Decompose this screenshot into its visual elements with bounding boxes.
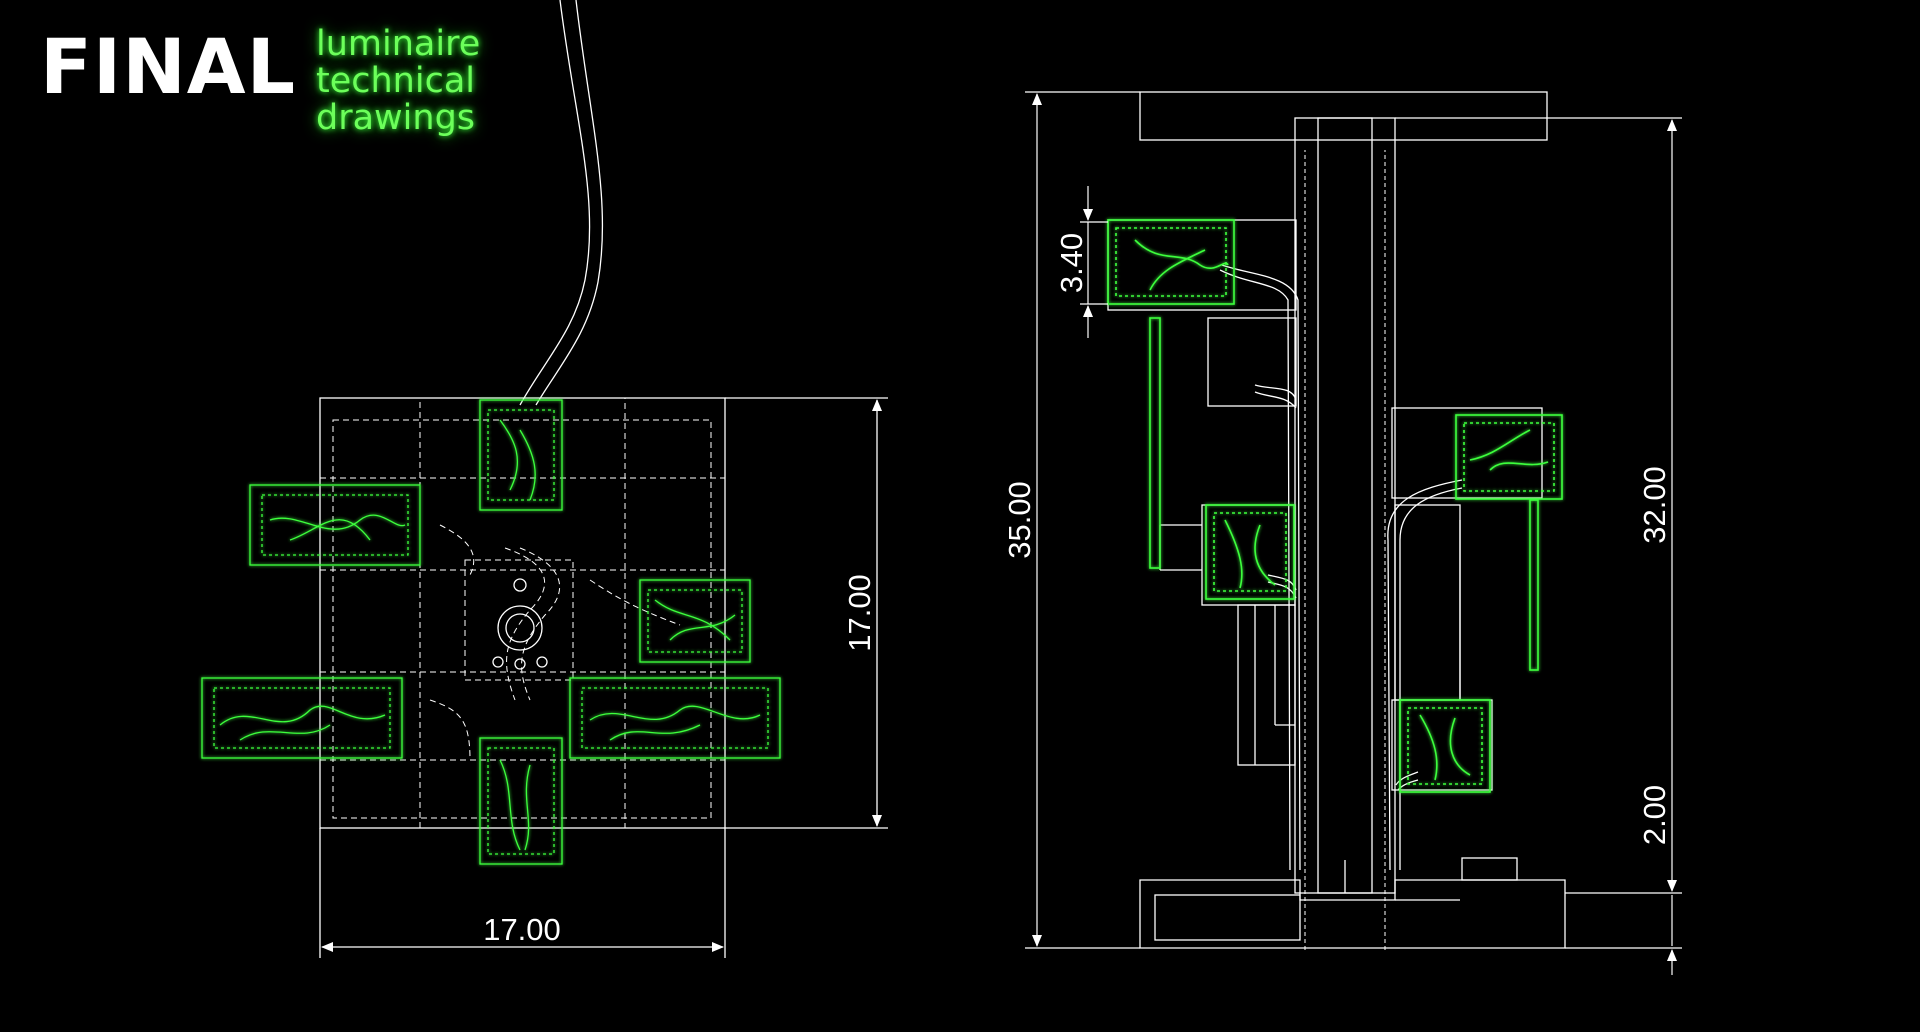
plan-depth-label: 17.00 <box>842 574 877 652</box>
elev-base <box>1139 879 1566 949</box>
elevation-view <box>1107 91 1566 950</box>
plan-outline <box>319 397 726 829</box>
elev-box-height-label: 3.40 <box>1054 233 1089 293</box>
plan-inner-dashed <box>332 419 712 819</box>
elev-dimensions <box>1025 91 1682 975</box>
elev-box-4 <box>1399 699 1491 793</box>
elev-column-height-label: 32.00 <box>1637 466 1672 544</box>
plan-box-left-upper <box>249 484 421 566</box>
elev-box-1 <box>1107 219 1235 305</box>
subtitle-line-3: drawings <box>316 98 476 138</box>
elev-green-strip-left <box>1149 317 1161 569</box>
elev-column <box>1294 117 1396 894</box>
plan-power-cable-inner <box>535 0 604 406</box>
plan-center-hub <box>497 605 543 651</box>
elev-base-height-label: 2.00 <box>1637 785 1672 845</box>
plan-box-right-lower <box>569 677 781 759</box>
plan-box-left-lower <box>201 677 403 759</box>
plan-power-cable <box>519 0 591 406</box>
elev-light-boxes <box>1107 219 1563 793</box>
page-subtitle: luminaire technical drawings <box>316 26 480 137</box>
elev-box-3 <box>1455 414 1563 500</box>
plan-box-top <box>479 399 563 511</box>
plan-column-dashed <box>464 559 574 681</box>
page-title: FINAL <box>40 22 297 111</box>
elev-top-cap <box>1139 91 1548 141</box>
elev-green-strip-right <box>1529 499 1539 671</box>
elev-switch <box>1461 857 1518 881</box>
subtitle-line-2: technical <box>316 61 476 101</box>
plan-box-bottom <box>479 737 563 865</box>
elev-box-2 <box>1205 504 1295 600</box>
plan-width-label: 17.00 <box>483 912 561 947</box>
plan-box-right-mid <box>639 579 751 663</box>
subtitle-line-1: luminaire <box>316 24 481 64</box>
plan-view <box>201 0 888 958</box>
plan-light-boxes <box>201 399 781 865</box>
elev-total-height-label: 35.00 <box>1002 481 1037 559</box>
